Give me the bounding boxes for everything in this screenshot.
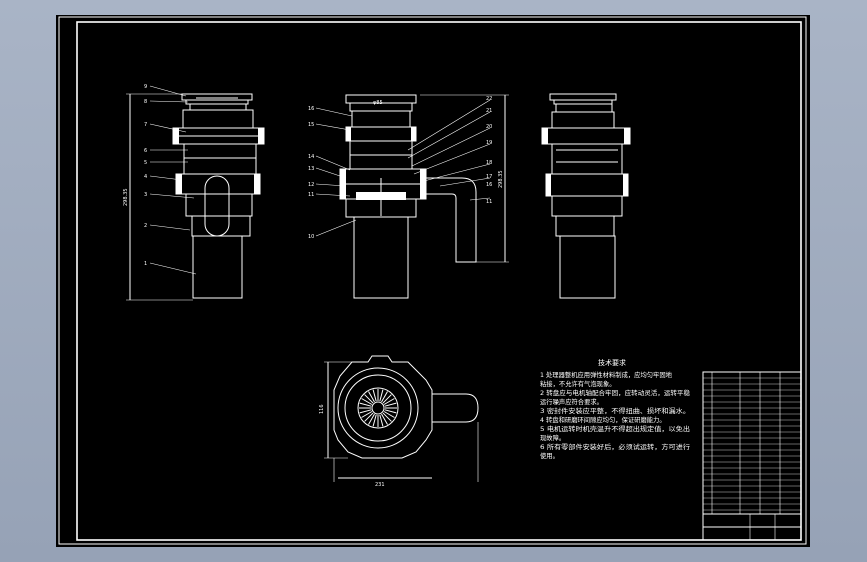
sheet-border-outer	[58, 16, 807, 545]
rotor-spokes	[359, 389, 397, 427]
rotor-spoke	[379, 389, 384, 402]
left-leader-8: 8	[144, 99, 147, 105]
front-leader-16b: 16	[486, 182, 492, 188]
rotor-spoke	[359, 409, 372, 414]
left-leader-2: 2	[144, 223, 147, 229]
rotor-spoke	[379, 414, 384, 427]
left-height-dimension: 298.35	[123, 189, 129, 207]
drawing-sheet	[56, 15, 810, 547]
left-leader-6: 6	[144, 148, 147, 154]
left-leader-9: 9	[144, 84, 147, 90]
notes-line-10: 使用。	[540, 451, 559, 460]
rotor-spoke	[368, 391, 375, 403]
rotor-spoke	[361, 411, 373, 418]
front-section-view	[315, 94, 509, 299]
top-plan-view	[324, 355, 479, 482]
rotor-spoke	[364, 394, 374, 404]
rotor-spoke	[383, 411, 395, 418]
left-leader-3: 3	[144, 192, 147, 198]
notes-title: 技术要求	[598, 358, 626, 367]
rotor-spoke	[381, 391, 388, 403]
front-leader-19: 19	[486, 140, 492, 146]
rotor-spoke	[382, 412, 392, 422]
front-leader-11: 11	[308, 192, 314, 198]
rotor-spoke	[382, 394, 392, 404]
notes-line-8: 现故障。	[540, 433, 565, 442]
front-leader-15: 15	[308, 122, 314, 128]
rotor-spoke	[361, 398, 373, 405]
left-leader-7: 7	[144, 122, 147, 128]
rotor-spoke	[384, 402, 397, 407]
front-leader-18: 18	[486, 160, 492, 166]
section-fills	[173, 127, 630, 199]
rotor-spoke	[381, 413, 388, 425]
front-leader-13: 13	[308, 166, 314, 172]
sheet-border-inner	[76, 21, 802, 541]
front-leader-14: 14	[308, 154, 314, 160]
front-leader-20: 20	[486, 124, 492, 130]
front-leader-11b: 11	[486, 199, 492, 205]
notes-line-6: 4 转盘和研磨环间隙应均匀，保证研磨能力。	[540, 415, 666, 424]
rotor-spoke	[368, 413, 375, 425]
top-width-dimension: 231	[375, 482, 385, 488]
left-leader-5: 5	[144, 160, 147, 166]
front-leader-17: 17	[486, 174, 492, 180]
notes-line-1: 1 处理器整机应用弹性材料制成，应均匀牢固地	[540, 370, 673, 379]
rotor-spoke	[359, 402, 372, 407]
rotor-spoke	[372, 389, 377, 402]
front-height-dimension: 298.35	[498, 171, 504, 189]
front-leader-10: 10	[308, 234, 314, 240]
rotor-spoke	[372, 414, 377, 427]
front-top-label: φ85	[373, 100, 383, 106]
left-leader-1: 1	[144, 261, 147, 267]
notes-line-9: 6 所有零部件安装好后，必须试运转，方可进行	[540, 442, 691, 451]
top-height-dimension: 116	[319, 404, 325, 414]
front-leader-12: 12	[308, 182, 314, 188]
rotor-spoke	[364, 412, 374, 422]
front-leader-16: 16	[308, 106, 314, 112]
notes-line-7: 5 电机运转时机壳温升不得超出规定值，以免出	[540, 424, 690, 433]
rotor-spoke	[383, 398, 395, 405]
front-leader-22: 22	[486, 96, 492, 102]
left-leader-4: 4	[144, 174, 147, 180]
title-block-rows	[703, 377, 801, 511]
rotor-spoke	[384, 409, 397, 414]
notes-line-5: 3 密封件安装应平整，不得扭曲、损坏和漏水。	[540, 406, 690, 415]
notes-line-4: 运行噪声应符合要求。	[540, 397, 603, 406]
notes-line-2: 粘接，不允许有气泡现象。	[540, 379, 616, 388]
notes-line-3: 2 转盘应与电机轴配合牢固，应转动灵活，运转平稳	[540, 388, 691, 397]
right-side-view	[541, 93, 631, 299]
front-leader-21: 21	[486, 108, 492, 114]
